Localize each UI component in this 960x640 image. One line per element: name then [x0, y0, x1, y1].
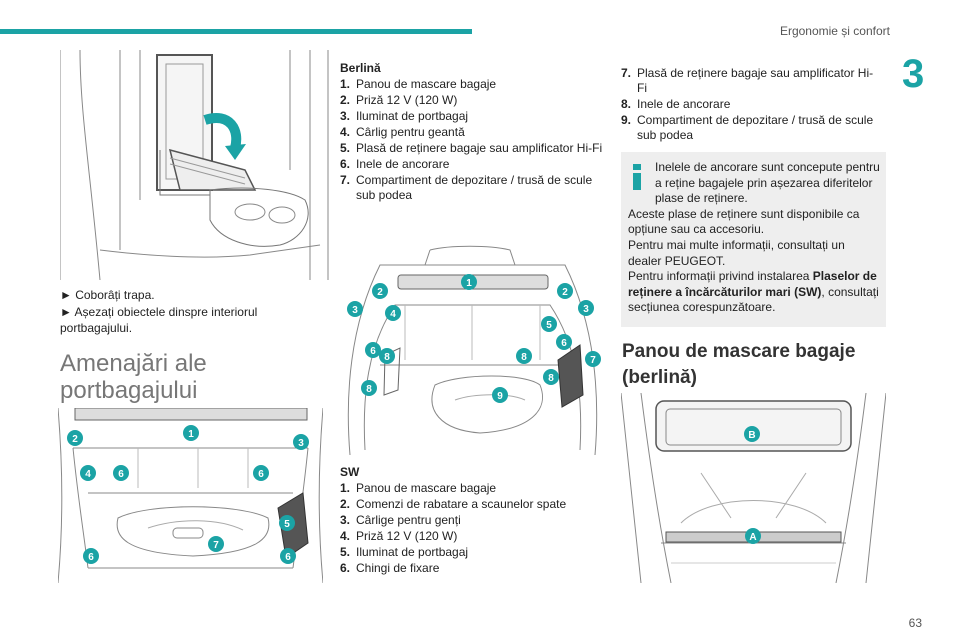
callout-badge: 8: [543, 369, 559, 385]
callout-badge: 7: [208, 536, 224, 552]
info-icon: [633, 164, 641, 190]
list-item: 5.Iluminat de portbagaj: [340, 545, 469, 559]
callout-label: 1: [188, 429, 194, 440]
figure-callouts: 1 2 2 3 3 4 5 6 6 7 8 8 8 8 9: [347, 274, 601, 403]
step-item: ► Coborâți trapa.: [60, 288, 155, 302]
chapter-number: 3: [902, 52, 925, 96]
callout-label: 9: [497, 391, 503, 402]
info-line: Inelele de ancorare sunt concepute pentr…: [655, 160, 880, 206]
callout-badge: 1: [461, 274, 477, 290]
berlina-cover-illustration: B A: [621, 393, 886, 583]
berlina-list: Berlină 1.Panou de mascare bagaje 2.Priz…: [340, 61, 605, 204]
info-line-install: Pentru informații privind instalarea Pla…: [628, 269, 879, 315]
callout-badge: 6: [83, 548, 99, 564]
list-item: 4.Cârlig pentru geantă: [340, 125, 465, 139]
callout-label: 6: [285, 552, 291, 563]
list-item: 5.Plasă de reținere bagaje sau amplifica…: [340, 141, 603, 155]
sw-title: SW: [340, 465, 360, 479]
callout-label: 8: [384, 352, 390, 363]
callout-badge: 9: [492, 387, 508, 403]
sw-list-continued: 7.Plasă de reținere bagaje sau amplifica…: [621, 66, 883, 144]
info-line: Aceste plase de reținere sunt disponibil…: [628, 206, 860, 237]
callout-label: 6: [370, 346, 376, 357]
callout-label: 5: [284, 519, 290, 530]
page-number: 63: [908, 616, 922, 630]
callout-label: 8: [548, 373, 554, 384]
callout-label: A: [749, 532, 756, 543]
top-accent-bar: [0, 29, 472, 34]
callout-badge: 6: [365, 342, 381, 358]
callout-badge: 4: [385, 305, 401, 321]
step-item: ► Așezați obiectele dinspre interiorul p…: [60, 305, 258, 335]
callout-label: 6: [88, 552, 94, 563]
callout-label: 2: [562, 287, 568, 298]
callout-badge: 5: [279, 515, 295, 531]
callout-badge: 6: [556, 334, 572, 350]
sedan-trunk-illustration: 1 2 4 3 5 6 6 6 6 7: [58, 408, 323, 583]
list-item: 9.Compartiment de depozitare / trusă de …: [621, 113, 874, 142]
callout-badge: B: [744, 426, 760, 442]
list-item: 2.Priză 12 V (120 W): [340, 93, 458, 107]
figure-callouts: B A: [744, 426, 761, 544]
callout-badge: 8: [516, 348, 532, 364]
callout-badge: 8: [361, 380, 377, 396]
list-item: 8.Inele de ancorare: [621, 97, 731, 111]
callout-label: 8: [521, 352, 527, 363]
list-item: 6.Inele de ancorare: [340, 157, 450, 171]
callout-badge: 2: [67, 430, 83, 446]
list-item: 7.Plasă de reținere bagaje sau amplifica…: [621, 66, 874, 95]
callout-badge: 6: [280, 548, 296, 564]
callout-label: 4: [390, 309, 396, 320]
steps-list: ► Coborâți trapa. ► Așezați obiectele di…: [60, 287, 280, 337]
info-box: Inelele de ancorare sunt concepute pentr…: [621, 152, 886, 327]
callout-badge: 6: [253, 465, 269, 481]
callout-badge: 7: [585, 351, 601, 367]
callout-label: B: [748, 430, 755, 441]
callout-badge: 5: [541, 316, 557, 332]
callout-label: 3: [352, 305, 358, 316]
callout-badge: 6: [113, 465, 129, 481]
callout-label: 3: [583, 304, 589, 315]
callout-badge: 1: [183, 425, 199, 441]
list-item: 1.Panou de mascare bagaje: [340, 77, 497, 91]
section-heading: Panou de mascare bagaje (berlină): [622, 341, 856, 388]
callout-badge: 2: [372, 283, 388, 299]
hatch-illustration: [60, 50, 330, 280]
section-title: Amenajări ale portbagajului: [60, 350, 207, 404]
callout-badge: 3: [578, 300, 594, 316]
callout-badge: 3: [347, 301, 363, 317]
list-item: 3.Cârlige pentru genți: [340, 513, 461, 527]
callout-label: 6: [561, 338, 567, 349]
list-item: 4.Priză 12 V (120 W): [340, 529, 458, 543]
list-item: 1.Panou de mascare bagaje: [340, 481, 497, 495]
callout-label: 3: [298, 438, 304, 449]
callout-label: 7: [213, 540, 219, 551]
info-line: Pentru mai multe informații, consultați …: [628, 237, 845, 268]
figure-callouts: 1 2 4 3 5 6 6 6 6 7: [67, 425, 309, 564]
callout-badge: 4: [80, 465, 96, 481]
callout-label: 2: [377, 287, 383, 298]
callout-label: 6: [258, 469, 264, 480]
sw-list: SW 1.Panou de mascare bagaje 2.Comenzi d…: [340, 465, 605, 577]
callout-badge: A: [745, 528, 761, 544]
list-item: 6.Chingi de fixare: [340, 561, 440, 575]
callout-label: 5: [546, 320, 552, 331]
callout-label: 8: [366, 384, 372, 395]
callout-badge: 2: [557, 283, 573, 299]
list-item: 7.Compartiment de depozitare / trusă de …: [340, 173, 593, 202]
list-item: 3.Iluminat de portbagaj: [340, 109, 469, 123]
callout-label: 6: [118, 469, 124, 480]
sw-trunk-illustration: 1 2 2 3 3 4 5 6 6 7 8 8 8 8 9: [340, 245, 605, 455]
callout-label: 1: [466, 278, 472, 289]
callout-badge: 3: [293, 434, 309, 450]
info-bold: Plaselor de reținere a încărcăturilor ma…: [628, 269, 877, 299]
callout-label: 7: [590, 355, 596, 366]
callout-label: 2: [72, 434, 78, 445]
berlina-title: Berlină: [340, 61, 381, 75]
list-item: 2.Comenzi de rabatare a scaunelor spate: [340, 497, 567, 511]
running-header: Ergonomie și confort: [779, 24, 890, 38]
callout-label: 4: [85, 469, 91, 480]
callout-badge: 8: [379, 348, 395, 364]
